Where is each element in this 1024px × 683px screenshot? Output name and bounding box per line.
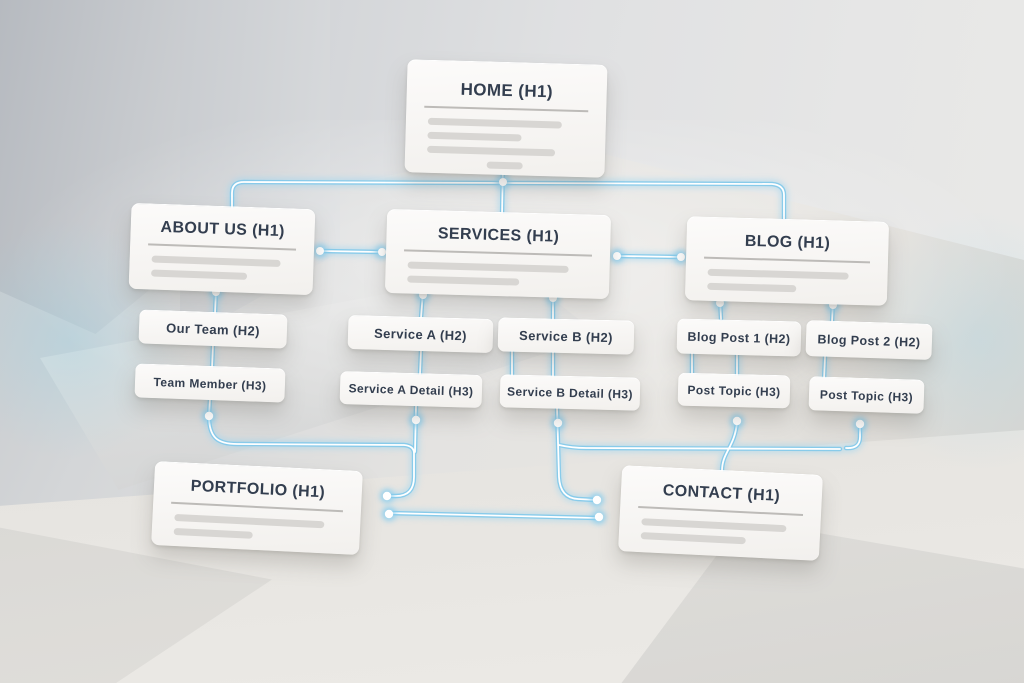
placeholder-text-lines [129,255,314,282]
node-about-us-title: ABOUT US (H1) [160,218,286,241]
node-blog-post-2: Blog Post 2 (H2) [805,320,933,360]
placeholder-text-lines [619,517,821,548]
node-services: SERVICES (H1) [384,208,612,300]
placeholder-text-lines [152,513,361,544]
node-service-b-detail-title: Service B Detail (H3) [506,384,634,402]
divider [424,105,589,113]
node-home: HOME (H1) [404,59,608,178]
node-blog-post-1: Blog Post 1 (H2) [676,318,802,357]
node-blog-post-1-title: Blog Post 1 (H2) [687,329,791,347]
placeholder-text-lines [685,268,888,295]
node-blog: BLOG (H1) [684,216,890,306]
node-contact: CONTACT (H1) [618,465,823,561]
node-home-title: HOME (H1) [460,79,554,102]
node-post-topic-2: Post Topic (H3) [808,376,925,414]
node-blog-post-2-title: Blog Post 2 (H2) [817,331,921,350]
node-post-topic-2-title: Post Topic (H3) [819,387,914,404]
node-contact-title: CONTACT (H1) [662,482,781,505]
node-service-a-detail-title: Service A Detail (H3) [348,381,474,399]
divider [704,256,871,264]
node-portfolio-title: PORTFOLIO (H1) [190,477,326,502]
divider [638,505,804,517]
node-service-b-detail: Service B Detail (H3) [499,374,641,411]
node-service-a-title: Service A (H2) [373,325,468,344]
node-services-title: SERVICES (H1) [437,225,560,246]
node-about-us: ABOUT US (H1) [128,202,316,296]
divider [404,249,593,257]
node-team-member: Team Member (H3) [134,363,286,403]
node-service-a-detail: Service A Detail (H3) [339,371,483,408]
node-team-member-title: Team Member (H3) [153,374,267,393]
placeholder-text-lines [405,117,606,172]
node-post-topic-1: Post Topic (H3) [677,372,791,409]
node-service-a: Service A (H2) [347,314,494,354]
node-post-topic-1-title: Post Topic (H3) [687,382,781,400]
node-our-team: Our Team (H2) [138,309,288,349]
node-service-b-title: Service B (H2) [518,327,614,346]
node-service-b: Service B (H2) [497,317,635,355]
node-our-team-title: Our Team (H2) [165,320,261,339]
placeholder-text-lines [385,261,609,288]
divider [171,501,343,513]
divider [148,243,297,251]
node-blog-title: BLOG (H1) [744,232,831,253]
node-portfolio: PORTFOLIO (H1) [151,460,363,556]
